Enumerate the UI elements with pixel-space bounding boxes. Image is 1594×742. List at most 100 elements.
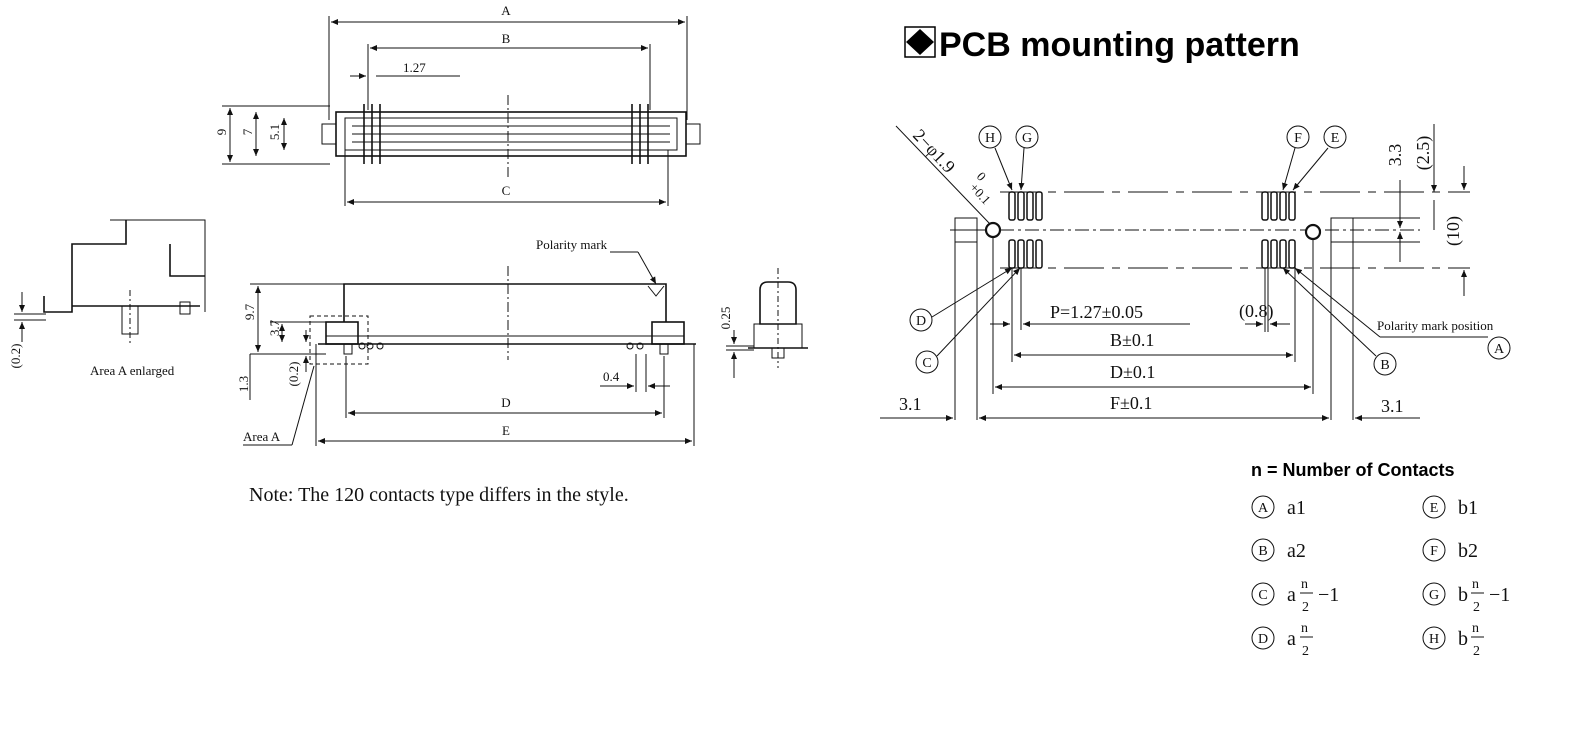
svg-text:n: n: [1472, 577, 1479, 592]
svg-text:n: n: [1472, 621, 1479, 636]
note-text: Note: The 120 contacts type differs in t…: [249, 484, 629, 506]
pitch-label: 1.27: [403, 60, 426, 75]
pads-right-bottom: [1261, 239, 1296, 269]
svg-text:C: C: [922, 356, 931, 371]
svg-text:a: a: [1287, 628, 1296, 650]
svg-text:H: H: [985, 131, 995, 146]
svg-text:a2: a2: [1287, 540, 1306, 562]
dim-b-label: B: [502, 31, 511, 46]
detail-caption: Area A enlarged: [90, 363, 175, 378]
svg-text:F: F: [1430, 544, 1438, 559]
pads-left-top: [1008, 191, 1043, 221]
v25-dim: (2.5): [1413, 136, 1434, 171]
svg-text:H: H: [1429, 632, 1439, 647]
top-pins-right: [631, 104, 649, 164]
h97-label: 9.7: [242, 303, 257, 320]
legend-item-b: B a2: [1251, 538, 1306, 562]
h025-label: 0.25: [718, 307, 733, 330]
svg-text:b1: b1: [1458, 497, 1478, 519]
v10-dim: (10): [1443, 216, 1464, 246]
svg-text:b2: b2: [1458, 540, 1478, 562]
dim-d-label: D: [501, 395, 510, 410]
callout-d: D: [909, 267, 1013, 332]
h13-label: 1.3: [236, 376, 251, 392]
svg-text:2: 2: [1302, 644, 1309, 659]
top-pins-left: [363, 104, 381, 164]
legend: n = Number of Contacts A a1 E b1 B a2 F …: [1251, 460, 1510, 659]
d04-label: 0.4: [603, 369, 620, 384]
pitch-dim: P=1.27±0.05: [1050, 302, 1143, 322]
side-view: 0.25: [718, 268, 808, 378]
svg-text:−1: −1: [1318, 584, 1339, 606]
right-hole: [1304, 223, 1322, 241]
legend-item-h: H b n 2: [1422, 621, 1484, 659]
legend-item-a: A a1: [1251, 495, 1306, 519]
polarity-position: Polarity mark position: [1377, 318, 1494, 333]
svg-text:n: n: [1301, 577, 1308, 592]
h7-label: 7: [240, 128, 255, 135]
pcb-title-text: PCB mounting pattern: [939, 26, 1300, 64]
svg-text:B: B: [1380, 358, 1389, 373]
dim-e-label: E: [502, 423, 510, 438]
pads-left-bottom: [1008, 239, 1043, 269]
callout-b: B: [1282, 267, 1397, 376]
svg-text:2: 2: [1302, 600, 1309, 615]
legend-item-d: D a n 2: [1251, 621, 1313, 659]
svg-text:C: C: [1258, 588, 1267, 603]
polarity-label: Polarity mark: [536, 237, 608, 252]
area-a-label: Area A: [243, 429, 281, 444]
right-31: 3.1: [1381, 396, 1404, 416]
left-hole: [984, 221, 1002, 239]
svg-text:G: G: [1429, 588, 1439, 603]
pads-right-top: [1261, 191, 1296, 221]
b-dim: B±0.1: [1110, 330, 1154, 350]
callout-g: G: [1015, 125, 1039, 191]
detail-area-a: (0.2) Area A enlarged: [8, 219, 206, 378]
front-view: Polarity mark 9.7 3.7 (0.2) 1.3 0.4 D E …: [236, 237, 696, 446]
svg-text:a: a: [1287, 584, 1296, 606]
h51-label: 5.1: [267, 124, 282, 140]
f-dim: F±0.1: [1110, 393, 1152, 413]
svg-text:n: n: [1301, 621, 1308, 636]
svg-text:A: A: [1494, 342, 1505, 357]
callout-a: A: [1294, 267, 1511, 360]
svg-text:2: 2: [1473, 644, 1480, 659]
v33-dim: 3.3: [1385, 144, 1405, 167]
h9-label: 9: [214, 129, 229, 136]
pcb-title: PCB mounting pattern: [904, 26, 1300, 64]
top-view: A B 1.27 9 7: [214, 3, 701, 206]
svg-text:2: 2: [1473, 600, 1480, 615]
svg-text:D: D: [916, 314, 926, 329]
h02-label: (0.2): [286, 362, 301, 387]
legend-item-f: F b2: [1422, 538, 1478, 562]
svg-text:b: b: [1458, 628, 1468, 650]
hole-label: 2−φ1.9: [909, 125, 959, 177]
d-dim: D±0.1: [1110, 362, 1155, 382]
dim-a-label: A: [501, 3, 511, 18]
legend-item-e: E b1: [1422, 495, 1478, 519]
callout-f: F: [1282, 125, 1310, 191]
svg-text:F: F: [1294, 131, 1302, 146]
svg-text:E: E: [1331, 131, 1340, 146]
svg-text:E: E: [1430, 501, 1439, 516]
callout-e: E: [1292, 125, 1347, 191]
svg-text:D: D: [1258, 632, 1268, 647]
legend-item-g: G b n 2 −1: [1422, 577, 1510, 615]
legend-heading: n = Number of Contacts: [1251, 460, 1455, 480]
h37-label: 3.7: [267, 319, 282, 336]
legend-item-c: C a n 2 −1: [1251, 577, 1339, 615]
svg-text:b: b: [1458, 584, 1468, 606]
callout-h: H: [978, 125, 1013, 191]
pcb-pattern: 2−φ1.9 +0.1 0 H G F E D: [880, 124, 1511, 421]
dim-c-label: C: [502, 183, 511, 198]
svg-text:G: G: [1022, 131, 1032, 146]
left-31: 3.1: [899, 394, 922, 414]
detail-h02-label: (0.2): [8, 344, 23, 369]
w08-dim: (0.8): [1239, 301, 1274, 322]
hole-tol: +0.1: [967, 180, 994, 207]
svg-text:A: A: [1258, 501, 1269, 516]
svg-text:a1: a1: [1287, 497, 1306, 519]
svg-text:−1: −1: [1489, 584, 1510, 606]
svg-text:B: B: [1258, 544, 1267, 559]
